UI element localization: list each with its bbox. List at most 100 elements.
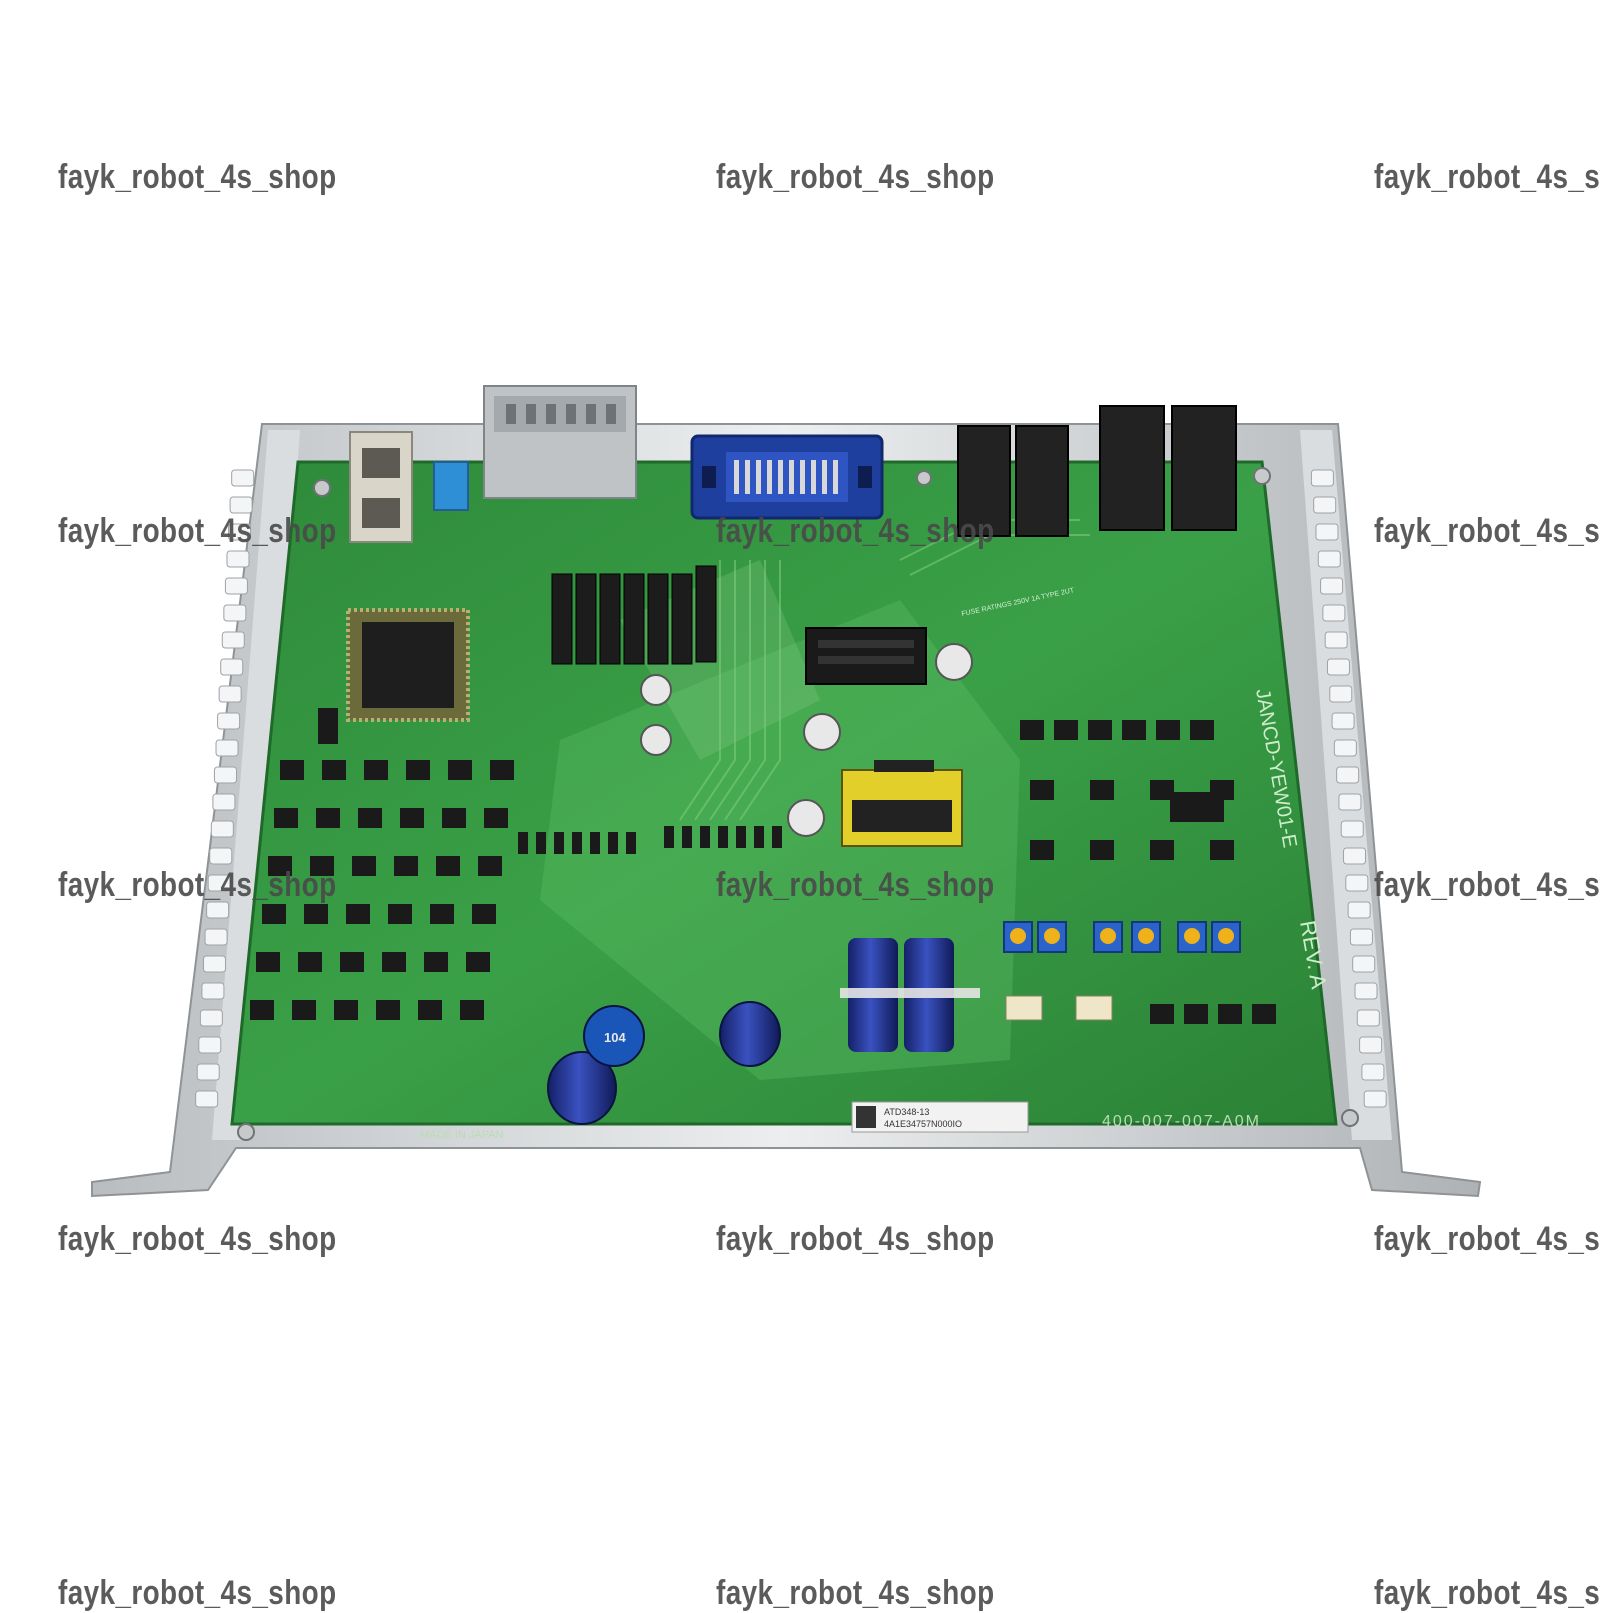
diode (700, 826, 710, 848)
ic-chip (1150, 1004, 1174, 1024)
ic-chip (1252, 1004, 1276, 1024)
ic-chip (424, 952, 448, 972)
diode (736, 826, 746, 848)
watermark: fayk_robot_4s_shop (1374, 158, 1600, 196)
ic-chip (280, 760, 304, 780)
black-relay-connectors (957, 405, 1237, 537)
part-number-label: 400-007-007-A0M (1102, 1113, 1261, 1130)
trimmer-pot (1131, 921, 1161, 953)
vent-slot (228, 523, 252, 541)
trimmer-pot (1211, 921, 1241, 953)
ic-chip (418, 1000, 442, 1020)
watermark: fayk_robot_4s_shop (58, 158, 337, 196)
ic-chip (1218, 1004, 1242, 1024)
vent-slot (229, 496, 253, 514)
ic-chip (1150, 780, 1174, 800)
heatsink (805, 627, 927, 685)
vent-slot (226, 550, 250, 568)
ic-chip (1090, 780, 1114, 800)
diode (664, 826, 674, 848)
vent-slot (210, 820, 234, 838)
vent-slot (1333, 739, 1357, 757)
ic-chip (1210, 840, 1234, 860)
ic-chip (352, 856, 376, 876)
made-in-label: MADE IN JAPAN (420, 1129, 504, 1141)
ic-chip (484, 808, 508, 828)
watermark: fayk_robot_4s_shop (58, 866, 337, 904)
ic-chip (466, 952, 490, 972)
watermark: fayk_robot_4s_shop (58, 512, 337, 550)
ic-chip (334, 1000, 358, 1020)
ic-chip (1150, 840, 1174, 860)
vent-slot (1326, 658, 1350, 676)
vent-slot (213, 766, 237, 784)
ic-chip (1190, 720, 1214, 740)
watermark: fayk_robot_4s_shop (1374, 512, 1600, 550)
ic-chip (1122, 720, 1146, 740)
diode (572, 832, 582, 854)
ic-chip (1088, 720, 1112, 740)
ic-chip (1170, 792, 1224, 822)
ic-chip (250, 1000, 274, 1020)
ic-chip (318, 708, 338, 744)
opto-relay (1075, 995, 1113, 1021)
vent-slot (1356, 1009, 1380, 1027)
opto-relay (1005, 995, 1043, 1021)
watermark: fayk_robot_4s_shop (716, 158, 995, 196)
vent-slot (231, 469, 255, 487)
ic-chip (256, 952, 280, 972)
vent-slot (209, 847, 233, 865)
sticker-line-2: 4A1E34757N000IO (884, 1119, 962, 1129)
blue-small-connector (433, 461, 469, 511)
vent-slot (207, 874, 231, 892)
trimmer-pot (1177, 921, 1207, 953)
watermark: fayk_robot_4s_shop (716, 866, 995, 904)
large-capacitors: 104 (547, 938, 980, 1125)
diode (536, 832, 546, 854)
vent-slot (196, 1063, 220, 1081)
ic-chip (1156, 720, 1180, 740)
vent-slot (1347, 901, 1371, 919)
vent-slot (212, 793, 236, 811)
ic-chip (1020, 720, 1044, 740)
diode (518, 832, 528, 854)
diode (608, 832, 618, 854)
small-capacitors (640, 643, 973, 837)
vent-slot (1349, 928, 1373, 946)
watermark: fayk_robot_4s_shop (1374, 1220, 1600, 1258)
trimmer-potentiometers (1003, 921, 1241, 1021)
vent-slot (1310, 469, 1334, 487)
vent-slot (1315, 523, 1339, 541)
vent-slot (217, 712, 241, 730)
relay-bank (551, 565, 717, 665)
chassis-vent-slots (195, 469, 1387, 1108)
ic-chip (442, 808, 466, 828)
ic-chip (292, 1000, 316, 1020)
watermark: fayk_robot_4s_shop (1374, 866, 1600, 904)
ic-chip (346, 904, 370, 924)
ic-chip (262, 904, 286, 924)
vent-slot (1338, 793, 1362, 811)
ic-chip (358, 808, 382, 828)
ic-chip (316, 808, 340, 828)
ic-chip (394, 856, 418, 876)
grey-terminal-connector (483, 385, 637, 499)
ic-chip (1090, 840, 1114, 860)
diode (754, 826, 764, 848)
vent-slot (1361, 1063, 1385, 1081)
watermark: fayk_robot_4s_shop (716, 1220, 995, 1258)
ic-chip (274, 808, 298, 828)
ic-chip (1030, 780, 1054, 800)
vent-slot (220, 658, 244, 676)
vent-slot (223, 604, 247, 622)
ic-chip (382, 952, 406, 972)
vent-slot (1329, 685, 1353, 703)
vent-slot (1331, 712, 1355, 730)
ic-chip (1184, 1004, 1208, 1024)
vent-slot (1324, 631, 1348, 649)
vent-slot (1322, 604, 1346, 622)
watermark: fayk_robot_4s_shop (716, 1574, 995, 1612)
diode (772, 826, 782, 848)
vent-slot (201, 982, 225, 1000)
